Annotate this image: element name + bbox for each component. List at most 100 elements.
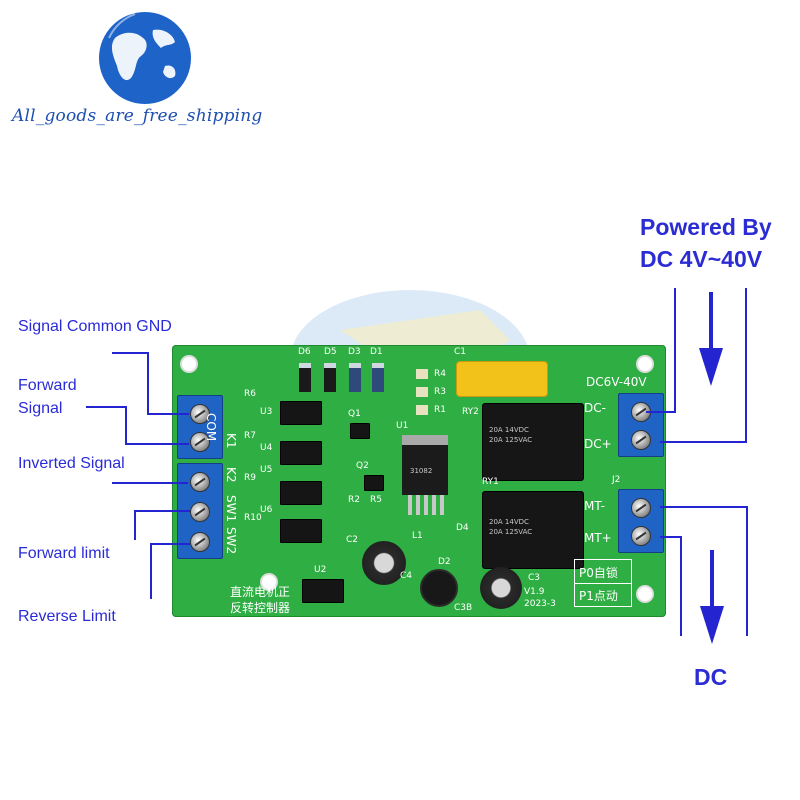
ref-d6: D6: [298, 347, 311, 357]
board-title-line2: 反转控制器: [230, 601, 291, 615]
relay-ry1-rating-1: 20A 14VDC: [489, 518, 529, 526]
regulator-u1: 31082: [402, 435, 448, 495]
screw-icon: [190, 432, 210, 452]
ref-u4: U4: [260, 443, 273, 453]
terminal-label-k1: K1: [224, 433, 238, 449]
ref-ry2: RY2: [462, 407, 479, 417]
leader-line: [660, 441, 747, 443]
label-dc-motor: DC: [694, 664, 728, 690]
voltage-marking: DC6V-40V: [586, 375, 647, 389]
leader-line: [660, 506, 748, 508]
ref-c2: C2: [346, 535, 359, 545]
resistor: [416, 405, 428, 415]
ref-d4: D4: [456, 523, 469, 533]
ref-q2: Q2: [356, 461, 369, 471]
ref-j2: J2: [612, 475, 621, 485]
leader-line: [746, 506, 748, 636]
relay-ry2-rating-2: 20A 125VAC: [489, 436, 533, 444]
label-signal-common-gnd: Signal Common GND: [18, 318, 172, 335]
date-label: 2023-3: [524, 599, 556, 609]
board-title-line1: 直流电机正: [230, 585, 291, 599]
screw-icon: [631, 498, 651, 518]
screw-icon: [631, 430, 651, 450]
label-inverted-signal: Inverted Signal: [18, 455, 125, 472]
diode: [324, 363, 336, 392]
terminal-block-left-top: [177, 395, 223, 459]
ref-d3: D3: [348, 347, 361, 357]
ref-d1: D1: [370, 347, 383, 357]
leader-line: [112, 482, 188, 484]
mount-hole: [260, 573, 278, 591]
mode-p1-label: P1点动: [579, 589, 618, 603]
optocoupler-u6: [280, 519, 322, 543]
leader-line: [660, 536, 682, 538]
relay-ry1: 20A 14VDC 20A 125VAC: [482, 491, 584, 569]
leader-line: [134, 510, 190, 512]
leader-line: [150, 543, 190, 545]
label-powered-by-line2: DC 4V~40V: [640, 246, 763, 272]
terminal-label-mt-plus: MT+: [584, 531, 612, 545]
transistor-q2: [364, 475, 384, 491]
terminal-label-sw1: SW1: [224, 495, 238, 523]
regulator-pins: [408, 495, 444, 515]
leader-line: [674, 288, 676, 412]
mount-hole: [180, 355, 198, 373]
ref-c3: C3: [528, 573, 541, 583]
mount-hole: [636, 585, 654, 603]
terminal-label-com: COM: [204, 413, 218, 442]
ref-r1: R1: [434, 405, 446, 415]
ref-u1: U1: [396, 421, 409, 431]
ref-r3: R3: [434, 387, 446, 397]
inductor-l1: [420, 569, 458, 607]
optocoupler-u3: [280, 401, 322, 425]
mode-p0-label: P0自锁: [579, 566, 618, 580]
ref-r4: R4: [434, 369, 446, 379]
version-label: V1.9: [524, 587, 545, 597]
resistor: [416, 369, 428, 379]
leader-line: [680, 536, 682, 636]
resistor: [416, 387, 428, 397]
relay-ry2-rating-1: 20A 14VDC: [489, 426, 529, 434]
label-reverse-limit: Reverse Limit: [18, 608, 116, 625]
ref-r5: R5: [370, 495, 382, 505]
terminal-label-dc-plus: DC+: [584, 437, 612, 451]
globe-icon: [99, 12, 191, 104]
screw-icon: [190, 472, 210, 492]
leader-line: [86, 406, 126, 408]
ref-r7: R7: [244, 431, 256, 441]
electrolytic-capacitor-c2: [362, 541, 406, 585]
ref-r2: R2: [348, 495, 360, 505]
ref-r6: R6: [244, 389, 256, 399]
leader-line: [134, 510, 136, 540]
leader-line: [646, 411, 676, 413]
ref-d2: D2: [438, 557, 451, 567]
terminal-label-sw2: SW2: [224, 527, 238, 555]
ref-l1: L1: [412, 531, 423, 541]
leader-line: [112, 352, 148, 354]
pcb-board: COM K1 K2 SW1 SW2 D6 D5 D3 D1 C1 R4 R3 R…: [172, 345, 666, 617]
ref-r10: R10: [244, 513, 262, 523]
screw-icon: [190, 404, 210, 424]
ref-c4: C4: [400, 571, 413, 581]
ref-c3b: C3B: [454, 603, 473, 613]
label-forward-signal-line1: Forward: [18, 377, 77, 394]
leader-line: [147, 352, 149, 414]
regulator-marking: 31082: [410, 467, 433, 475]
leader-line: [125, 443, 189, 445]
diode: [349, 363, 361, 392]
relay-ry1-rating-2: 20A 125VAC: [489, 528, 533, 536]
ref-u2: U2: [314, 565, 327, 575]
ref-q1: Q1: [348, 409, 361, 419]
optocoupler-u5: [280, 481, 322, 505]
leader-line: [745, 288, 747, 442]
leader-line: [150, 543, 152, 599]
ic-u2: [302, 579, 344, 603]
leader-line: [125, 406, 127, 444]
globe-logo: [95, 8, 195, 108]
relay-ry2: 20A 14VDC 20A 125VAC: [482, 403, 584, 481]
leader-line: [147, 413, 189, 415]
diode: [299, 363, 311, 392]
ref-c1: C1: [454, 347, 467, 357]
mount-hole: [636, 355, 654, 373]
